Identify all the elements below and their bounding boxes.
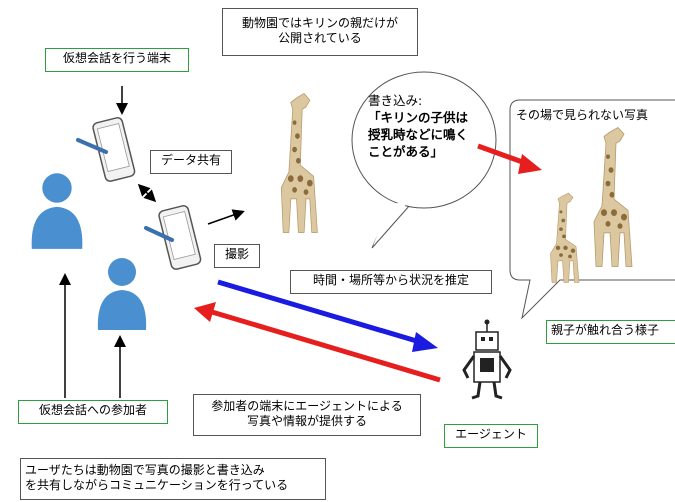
participant-person-1: [31, 173, 83, 249]
participant-person-2: [97, 258, 147, 330]
agent-provide-line-2: 写真や情報が提供する: [246, 414, 367, 428]
arrow-provide-red: [194, 302, 441, 383]
bottom-note-box: ユーザたちは動物園で写真の撮影と書き込み を共有しながらコミュニケーションを行っ…: [20, 458, 326, 500]
phone-device-1: [92, 117, 136, 182]
participants-box: 仮想会話への参加者: [18, 400, 168, 424]
agent-provide-box: 参加者の端末にエージェントによる 写真や情報が提供する: [193, 394, 421, 436]
agent-label-box: エージェント: [444, 424, 538, 448]
data-share-label: データ共有: [160, 153, 221, 167]
parent-child-label: 親子が触れ合う様子: [551, 323, 660, 337]
bubble-line-3: ことがある」: [368, 144, 444, 159]
estimate-box: 時間・場所等から状況を推定: [290, 270, 492, 294]
agent-label: エージェント: [455, 427, 527, 441]
parent-child-box: 親子が触れ合う様子: [546, 320, 675, 344]
giraffe-zoo: [280, 92, 318, 233]
estimate-label: 時間・場所等から状況を推定: [312, 273, 469, 287]
device-label-box: 仮想会話を行う端末: [45, 48, 189, 72]
stylus-1: [76, 138, 108, 154]
zoo-note-box: 動物園ではキリンの親だけが 公開されている: [222, 8, 418, 56]
participants-label: 仮想会話への参加者: [38, 403, 147, 417]
comment-bubble: [351, 71, 497, 249]
stylus-2: [144, 226, 174, 242]
bubble-line-2: 授乳時などに鳴く: [368, 127, 469, 142]
arrow-estimate-blue: [217, 279, 438, 352]
photo-panel-title: その場で見られない写真: [516, 108, 649, 122]
photo-label: 撮影: [224, 247, 249, 261]
photo-box: 撮影: [214, 244, 260, 268]
bottom-note-line-2: を共有しながらコミュニケーションを行っている: [25, 478, 289, 492]
agent-provide-line-1: 参加者の端末にエージェントによる: [211, 399, 403, 413]
bubble-text: 書き込み: 「キリンの子供は 授乳時などに鳴く ことがある」: [368, 92, 468, 160]
zoo-note-line-2: 公開されている: [278, 31, 362, 45]
device-label: 仮想会話を行う端末: [62, 51, 171, 65]
arrow-photo: [207, 209, 245, 225]
phone-device-2: [158, 205, 202, 270]
photo-panel-frame: [509, 99, 675, 320]
data-share-box: データ共有: [150, 150, 232, 174]
arrow-comment-red: [477, 143, 542, 174]
agent-robot: [462, 319, 512, 400]
bubble-heading: 書き込み:: [368, 93, 423, 108]
arrow-data-share: [137, 183, 157, 203]
zoo-note-line-1: 動物園ではキリンの親だけが: [241, 16, 398, 30]
bottom-note-line-1: ユーザたちは動物園で写真の撮影と書き込み: [25, 463, 265, 477]
bubble-line-1: 「キリンの子供は: [368, 110, 469, 125]
